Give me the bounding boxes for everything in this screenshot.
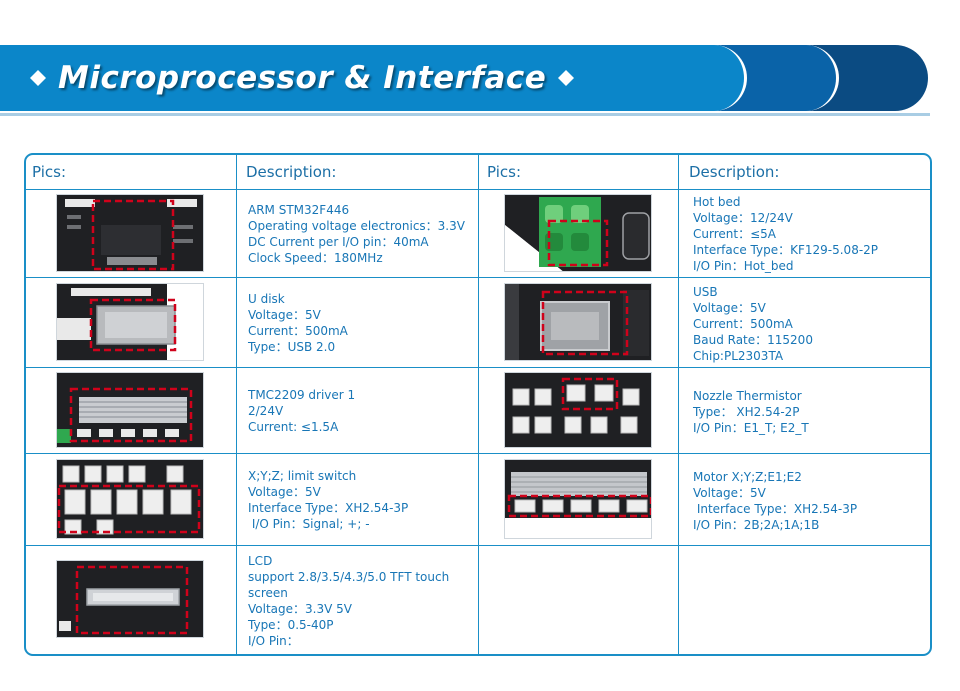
spec-line: Hot bed	[693, 195, 741, 209]
spec-line: Nozzle Thermistor	[693, 389, 802, 403]
header-pics-right: Pics:	[487, 163, 521, 181]
spec-line: TMC2209 driver 1	[248, 388, 356, 402]
spec-line: I/O Pin：	[248, 634, 299, 648]
column-divider	[478, 155, 479, 654]
board-photo-limit-switch	[56, 459, 204, 539]
banner-underline	[0, 113, 930, 116]
spec-line: Voltage：5V	[248, 485, 321, 499]
row3-right-description: Nozzle Thermistor Type： XH2.54-2P I/O Pi…	[693, 371, 929, 453]
spec-line: Interface Type：KF129-5.08-2P	[693, 243, 879, 257]
page-title: Microprocessor & Interface	[30, 55, 575, 101]
row1-left-description: ARM STM32F446 Operating voltage electron…	[248, 194, 476, 274]
row5-left-description: LCD support 2.8/3.5/4.3/5.0 TFT touch sc…	[248, 549, 476, 653]
spec-line: screen	[248, 586, 288, 600]
spec-line: I/O Pin：E1_T; E2_T	[693, 421, 809, 435]
diamond-icon	[30, 70, 46, 86]
spec-line: support 2.8/3.5/4.3/5.0 TFT touch	[248, 570, 450, 584]
row2-right-description: USB Voltage：5V Current：500mA Baud Rate：1…	[693, 282, 929, 366]
board-photo-hotbed	[504, 194, 652, 272]
column-divider	[236, 155, 237, 654]
board-photo-mcu	[56, 194, 204, 272]
row4-left-description: X;Y;Z; limit switch Voltage：5V Interface…	[248, 458, 476, 542]
spec-line: ARM STM32F446	[248, 203, 350, 217]
row-divider	[26, 189, 930, 190]
spec-line: Motor X;Y;Z;E1;E2	[693, 470, 802, 484]
spec-line: Type：0.5-40P	[248, 618, 334, 632]
diamond-icon	[558, 70, 575, 86]
spec-line: Voltage：5V	[693, 301, 766, 315]
spec-line: Interface Type：XH2.54-3P	[248, 501, 409, 515]
page-title-text: Microprocessor & Interface	[58, 60, 547, 96]
spec-line: Interface Type：XH2.54-3P	[693, 502, 858, 516]
board-photo-usb-disk	[56, 283, 204, 361]
spec-line: I/O Pin：Hot_bed	[693, 259, 794, 273]
row-divider	[26, 367, 930, 368]
spec-line: Type：USB 2.0	[248, 340, 336, 354]
spec-line: Voltage：5V	[693, 486, 766, 500]
header-description-left: Description:	[246, 163, 337, 181]
spec-line: DC Current per I/O pin：40mA	[248, 235, 429, 249]
spec-line: Operating voltage electronics：3.3V	[248, 219, 465, 233]
row1-right-description: Hot bed Voltage：12/24V Current：≤5A Inter…	[693, 192, 929, 276]
spec-line: X;Y;Z; limit switch	[248, 469, 357, 483]
column-divider	[678, 155, 679, 654]
spec-line: USB	[693, 285, 718, 299]
spec-line: Voltage：12/24V	[693, 211, 793, 225]
header-pics-left: Pics:	[32, 163, 66, 181]
spec-line: Chip:PL2303TA	[693, 349, 784, 363]
board-photo-motor	[504, 459, 652, 539]
header-description-right: Description:	[689, 163, 780, 181]
board-photo-usb	[504, 283, 652, 361]
row3-left-description: TMC2209 driver 1 2/24V Current: ≤1.5A	[248, 371, 476, 451]
spec-line: Voltage：3.3V 5V	[248, 602, 352, 616]
spec-line: Current: ≤1.5A	[248, 420, 339, 434]
board-photo-driver	[56, 372, 204, 448]
row4-right-description: Motor X;Y;Z;E1;E2 Voltage：5V Interface T…	[693, 458, 929, 544]
spec-line: Current：≤5A	[693, 227, 776, 241]
spec-line: 2/24V	[248, 404, 284, 418]
row-divider	[26, 277, 930, 278]
title-banner: Microprocessor & Interface	[0, 45, 960, 117]
spec-line: Baud Rate：115200	[693, 333, 813, 347]
spec-line: Current：500mA	[248, 324, 348, 338]
spec-line: I/O Pin：2B;2A;1A;1B	[693, 518, 820, 532]
spec-table: Pics: Description: Pics: Description: AR…	[24, 153, 932, 656]
banner-band-main	[0, 45, 747, 111]
spec-line: Type： XH2.54-2P	[693, 405, 800, 419]
spec-line: I/O Pin：Signal; +; -	[248, 517, 370, 531]
row-divider	[26, 453, 930, 454]
board-photo-lcd	[56, 560, 204, 638]
spec-line: Current：500mA	[693, 317, 793, 331]
spec-line: LCD	[248, 554, 273, 568]
spec-line: U disk	[248, 292, 285, 306]
row-divider	[26, 545, 930, 546]
board-photo-thermistor	[504, 372, 652, 448]
spec-line: Voltage：5V	[248, 308, 321, 322]
spec-line: Clock Speed：180MHz	[248, 251, 383, 265]
row2-left-description: U disk Voltage：5V Current：500mA Type：USB…	[248, 283, 476, 363]
